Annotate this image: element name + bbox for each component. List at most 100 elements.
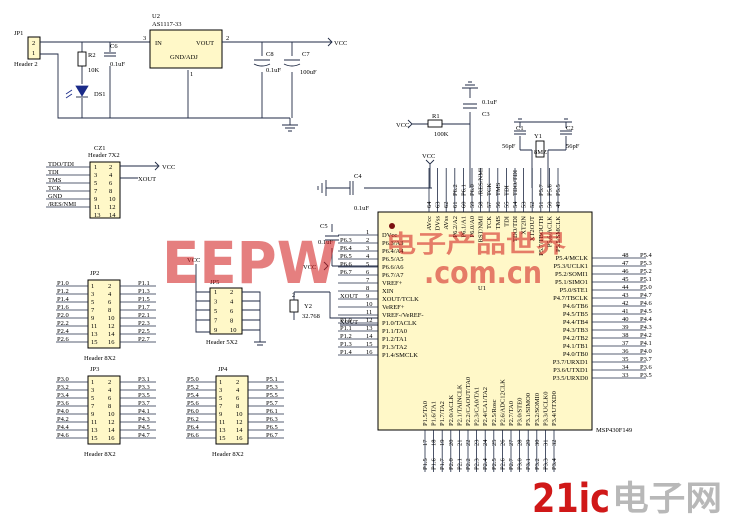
jp2-pin-4: 4	[108, 291, 112, 298]
u1-top-pin-label: TMS	[495, 216, 502, 230]
jp2-right-net: P1.7	[138, 304, 150, 311]
u1-bottom-pin-num: 25	[491, 440, 498, 447]
u1-bottom-net: P3.2	[534, 458, 541, 470]
u1-left-pin-num: 5	[366, 261, 369, 268]
u1-right-pin-label: P5.4/MCLK	[556, 255, 589, 262]
u1-bottom-net: P3.0	[517, 458, 524, 470]
u1-bottom-pin-num: 27	[508, 439, 515, 446]
u1-bottom-net: P2.0	[448, 458, 455, 470]
jp4-name: Header 8X2	[212, 451, 244, 458]
jp2-pin-8: 8	[108, 307, 111, 314]
jp4-left-net: P6.6	[187, 432, 199, 439]
jp4-pin-4: 4	[236, 387, 240, 394]
u2-in-label: IN	[155, 40, 162, 47]
r1-resistor	[427, 119, 443, 128]
cz1-net-label: TCK	[48, 185, 61, 192]
u1-left-pin-label: XOUT/TCLK	[382, 296, 419, 303]
u1-bottom-pin-label: P2.7/TA0	[508, 401, 515, 426]
jp5-pin-7: 7	[214, 318, 218, 325]
u1-right-pin-label: P4.7/TBCLK	[553, 295, 588, 302]
u1-right-pin-label: P4.3/TB3	[563, 327, 588, 334]
ds1-light-icon	[65, 89, 73, 99]
u1-top-pin-label: TDI	[503, 216, 510, 227]
watermark-eepw: EEPW 电子产品世界 .com.cn	[162, 229, 566, 297]
jp3-pin-14: 14	[108, 427, 115, 434]
jp5-pin-6: 6	[230, 308, 234, 315]
u1-top-pin-num: 64	[426, 201, 433, 208]
reset-crystal-section: VCC R1 100K 0.1uF C3 C1 56pF C2 56pF Y1 …	[396, 81, 580, 188]
u1-bottom-pin-label: P3.1/SIMO0	[525, 393, 532, 426]
jp2-left-net: P2.4	[57, 328, 69, 335]
jp2-pin-11: 11	[91, 323, 97, 330]
u1-ref: U1	[478, 285, 486, 292]
jp2-pin-12: 12	[108, 323, 115, 330]
cz1-pin-3: 3	[94, 172, 97, 179]
jp5-name: Header 5X2	[206, 339, 238, 346]
jp4-right-net: P6.1	[266, 408, 278, 415]
u2-ref: U2	[152, 13, 160, 20]
jp3-pin-8: 8	[108, 403, 111, 410]
jp2-right-net: P1.3	[138, 288, 150, 295]
u1-top-pin-num: 55	[503, 201, 510, 208]
cz1-header: CZ1 Header 7X2 VCC XOUT	[88, 145, 175, 219]
jp3-left-net: P4.2	[57, 416, 69, 423]
u1-right-pin-num: 46	[622, 268, 629, 275]
jp4-right-net: P5.5	[266, 392, 278, 399]
u1-bottom-pin-label: P1.5/TA0	[422, 401, 429, 426]
u1-right-pin-label: P4.5/TB5	[563, 311, 588, 318]
jp4-left-net: P5.2	[187, 384, 199, 391]
u1-bottom-pin-num: 30	[534, 440, 541, 447]
jp3-right-net: P3.7	[138, 400, 150, 407]
c5-ref: C5	[320, 223, 328, 230]
u1-left-net: P1.1	[340, 325, 352, 332]
u1-left-pin-num: 8	[366, 285, 369, 292]
u1-left-pin-label: P1.1/TA0	[382, 328, 407, 335]
u1-top-pin-num: 50	[546, 202, 553, 209]
crystal-caps	[514, 130, 572, 135]
jp2-left-net: P2.0	[57, 312, 69, 319]
y2-wires	[293, 291, 378, 326]
jp5-wires	[195, 264, 266, 346]
jp3-name: Header 8X2	[84, 451, 116, 458]
u1-left-net: P1.0	[340, 317, 352, 324]
u1-right-pin-num: 41	[622, 308, 629, 315]
u1-top-net: /RES/NMI	[478, 168, 485, 196]
u1-bottom-pin-label: P3.3/UCLK0	[542, 392, 549, 427]
u1-bottom-pin-label: P2.3/CA0/TA1	[474, 387, 481, 426]
u1-top-pin-label: P6.2/A2	[452, 216, 459, 238]
jp2-left-net: P2.2	[57, 320, 69, 327]
cz1-pin-7: 7	[94, 188, 98, 195]
u1-top-pin-num: 59	[469, 202, 476, 209]
jp1-ref: JP1	[14, 30, 23, 37]
u1-top-net: P6.0	[469, 184, 476, 196]
u1-left-net: P6.7	[340, 269, 352, 276]
c3-plates	[463, 103, 477, 109]
y2-value: 32.768	[302, 313, 320, 320]
u1-left-pin-label: P1.0/TACLK	[382, 320, 417, 327]
jp4-right-net: P6.5	[266, 424, 278, 431]
c2-value: 56pF	[566, 143, 580, 150]
u1-top-pin-num: 52	[529, 202, 536, 209]
jp3-right-net: P3.5	[138, 392, 150, 399]
u1-bottom-pin-num: 18	[431, 440, 438, 447]
u1-bottom-pin-num: 21	[456, 440, 463, 447]
u1-right-pin-label: P4.2/TB2	[563, 335, 588, 342]
y1-crystal-icon	[535, 140, 545, 158]
watermark-eepw-text: EEPW	[162, 229, 337, 297]
u1-right-pin-num: 34	[622, 364, 629, 371]
jp2-pin-14: 14	[108, 331, 115, 338]
u1-bottom-net: P2.4	[482, 458, 489, 470]
watermark-21ic: 21ic 电子网	[532, 476, 722, 522]
u1-left-pin-label: P1.4/SMCLK	[382, 352, 418, 359]
jp4-pin-3: 3	[219, 387, 222, 394]
jp3-right-net: P3.1	[138, 376, 150, 383]
u1-right-net: P3.6	[640, 364, 652, 371]
u1-bottom-pin-num: 23	[474, 440, 481, 447]
u1-bottom-pin-label: P3.0/STE0	[517, 398, 524, 426]
jp3-pin-2: 2	[108, 379, 111, 386]
u1-right-net: P4.6	[640, 300, 652, 307]
c8-ref: C8	[266, 51, 274, 58]
u1-bottom-pin-num: 28	[517, 440, 524, 447]
c1-value: 56pF	[502, 143, 516, 150]
jp1-name: Header 2	[14, 61, 38, 68]
